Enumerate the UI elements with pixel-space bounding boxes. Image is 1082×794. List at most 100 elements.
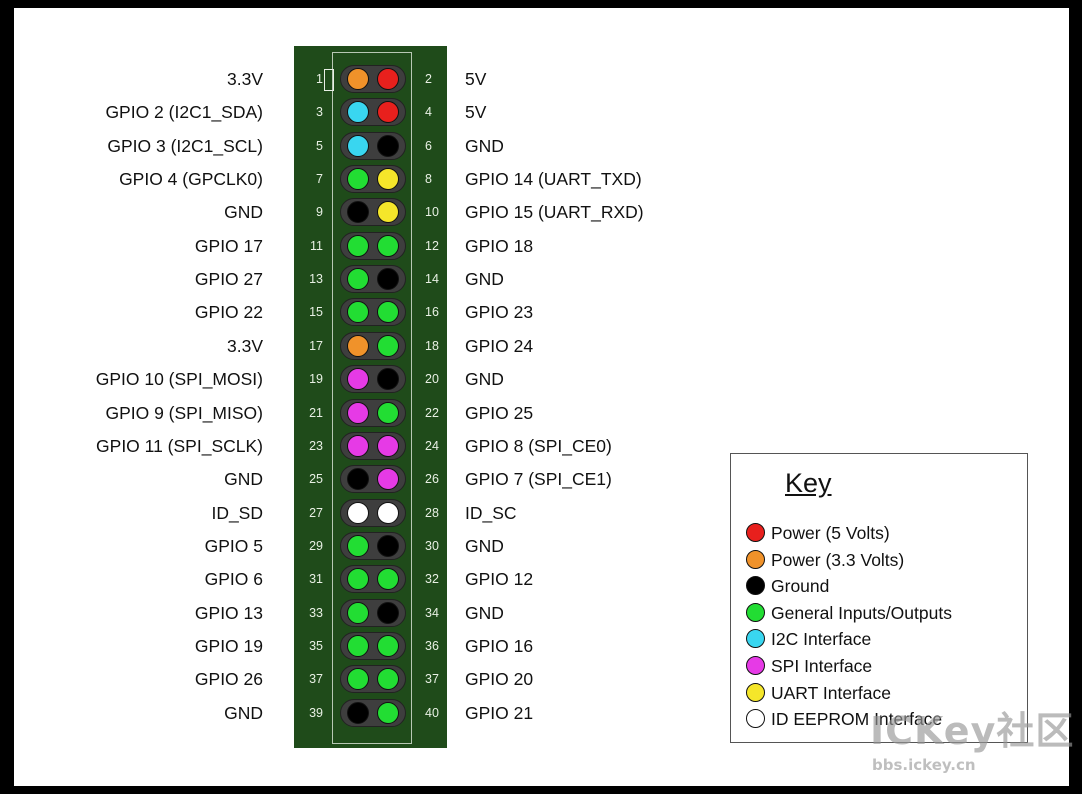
pin-label-left: GPIO 27 bbox=[194, 269, 263, 290]
pin-pair bbox=[340, 98, 406, 127]
pin-number-left: 35 bbox=[309, 638, 323, 653]
pin-dot-right bbox=[377, 134, 399, 157]
pin-number-right: 20 bbox=[425, 372, 439, 387]
legend-item: Power (5 Volts) bbox=[746, 521, 1026, 545]
pin-pair bbox=[340, 498, 406, 527]
pin-dot-left bbox=[347, 468, 369, 491]
pin-dot-left bbox=[347, 568, 369, 591]
pin1-marker bbox=[324, 69, 334, 91]
legend-label: Power (5 Volts) bbox=[771, 523, 890, 543]
pin-number-left: 13 bbox=[309, 272, 323, 287]
legend-label: Power (3.3 Volts) bbox=[771, 549, 905, 570]
legend-box: Key Power (5 Volts)Power (3.3 Volts)Grou… bbox=[730, 453, 1028, 743]
pin-pair bbox=[340, 631, 406, 660]
pin-pair bbox=[340, 265, 406, 294]
pin-dot-left bbox=[347, 501, 369, 524]
pin-number-right: 16 bbox=[425, 305, 439, 320]
pin-dot-left bbox=[347, 201, 369, 224]
pin-number-right: 14 bbox=[425, 272, 439, 287]
pin-label-right: GPIO 24 bbox=[465, 335, 534, 356]
pin-dot-left bbox=[347, 134, 369, 157]
pin-label-left: ID_SD bbox=[211, 502, 263, 523]
pin-number-left: 23 bbox=[309, 438, 323, 453]
pin-dot-right bbox=[377, 168, 399, 191]
pin-dot-left bbox=[347, 701, 369, 724]
pin-number-left: 1 bbox=[316, 72, 323, 86]
pin-label-right: GPIO 20 bbox=[465, 669, 534, 690]
pin-number-right: 18 bbox=[425, 338, 439, 353]
pin-label-right: GPIO 8 (SPI_CE0) bbox=[465, 435, 612, 456]
legend-label: SPI Interface bbox=[771, 656, 873, 676]
legend-swatch bbox=[746, 576, 765, 596]
pin-dot-left bbox=[347, 434, 369, 457]
pin-dot-left bbox=[347, 601, 369, 624]
pin-number-right: 24 bbox=[425, 438, 439, 453]
pin-label-right: GPIO 16 bbox=[465, 635, 534, 656]
pin-dot-left bbox=[347, 401, 369, 424]
pin-number-right: 6 bbox=[425, 138, 432, 153]
pin-number-left: 37 bbox=[309, 672, 323, 687]
pin-dot-right bbox=[377, 101, 399, 124]
pin-number-right: 37 bbox=[425, 672, 439, 687]
pin-number-left: 27 bbox=[309, 505, 323, 520]
pin-number-right: 22 bbox=[425, 405, 439, 420]
legend-item: SPI Interface bbox=[746, 654, 1026, 678]
pin-number-right: 12 bbox=[425, 238, 439, 253]
legend-swatch bbox=[746, 709, 765, 729]
pin-label-right: GPIO 18 bbox=[465, 235, 534, 256]
pin-pair bbox=[340, 431, 406, 460]
legend-label: ID EEPROM Interface bbox=[771, 709, 943, 730]
pin-dot-left bbox=[347, 68, 369, 90]
legend-title: Key bbox=[785, 468, 832, 498]
legend-item: UART Interface bbox=[746, 681, 1026, 705]
pin-label-left: GPIO 22 bbox=[194, 302, 263, 323]
legend-label: General Inputs/Outputs bbox=[771, 602, 952, 623]
pin-dot-left bbox=[347, 101, 369, 124]
pin-label-left: GPIO 5 bbox=[204, 535, 263, 556]
legend-swatch bbox=[746, 629, 765, 649]
pin-dot-right bbox=[377, 301, 399, 324]
pin-number-left: 39 bbox=[309, 705, 323, 720]
pin-pair bbox=[340, 698, 406, 727]
pin-number-left: 29 bbox=[309, 538, 323, 553]
pin-number-left: 21 bbox=[309, 405, 323, 420]
pin-number-left: 25 bbox=[309, 472, 323, 487]
pin-pair bbox=[340, 398, 406, 427]
pin-label-left: GPIO 19 bbox=[194, 635, 263, 656]
pin-label-right: GPIO 15 (UART_RXD) bbox=[465, 202, 644, 223]
pin-dot-right bbox=[377, 334, 399, 357]
pin-pair bbox=[340, 565, 406, 594]
header-outline bbox=[332, 52, 412, 744]
pin-dot-right bbox=[377, 468, 399, 491]
legend-swatch bbox=[746, 523, 765, 542]
pin-label-right: GND bbox=[465, 135, 504, 156]
pin-label-left: GPIO 10 (SPI_MOSI) bbox=[95, 369, 263, 390]
pin-label-left: GND bbox=[224, 469, 263, 490]
pin-number-right: 36 bbox=[425, 638, 439, 653]
pin-dot-right bbox=[377, 634, 399, 657]
pin-label-left: GPIO 2 (I2C1_SDA) bbox=[105, 102, 263, 123]
pin-label-left: GPIO 17 bbox=[194, 235, 263, 256]
pin-label-right: GND bbox=[465, 535, 504, 556]
pin-dot-right bbox=[377, 368, 399, 391]
pin-label-left: GPIO 13 bbox=[194, 602, 263, 623]
pin-label-right: GPIO 7 (SPI_CE1) bbox=[465, 469, 612, 490]
legend-swatch bbox=[746, 602, 765, 622]
watermark-logo: ICKey社区 bbox=[870, 709, 1075, 753]
pin-number-right: 2 bbox=[425, 72, 432, 86]
pin-number-left: 33 bbox=[309, 605, 323, 620]
pin-label-right: GPIO 12 bbox=[465, 569, 534, 590]
pin-pair bbox=[340, 131, 406, 160]
pin-number-left: 9 bbox=[316, 205, 323, 220]
pin-number-right: 26 bbox=[425, 472, 439, 487]
legend-swatch bbox=[746, 682, 765, 702]
pin-label-right: ID_SC bbox=[465, 502, 517, 523]
pin-number-left: 5 bbox=[316, 138, 323, 153]
pin-number-left: 17 bbox=[309, 338, 323, 353]
pin-dot-left bbox=[347, 534, 369, 557]
pin-pair bbox=[340, 598, 406, 627]
pin-number-left: 31 bbox=[309, 572, 323, 587]
legend-label: UART Interface bbox=[771, 682, 891, 703]
pin-dot-right bbox=[377, 668, 399, 691]
